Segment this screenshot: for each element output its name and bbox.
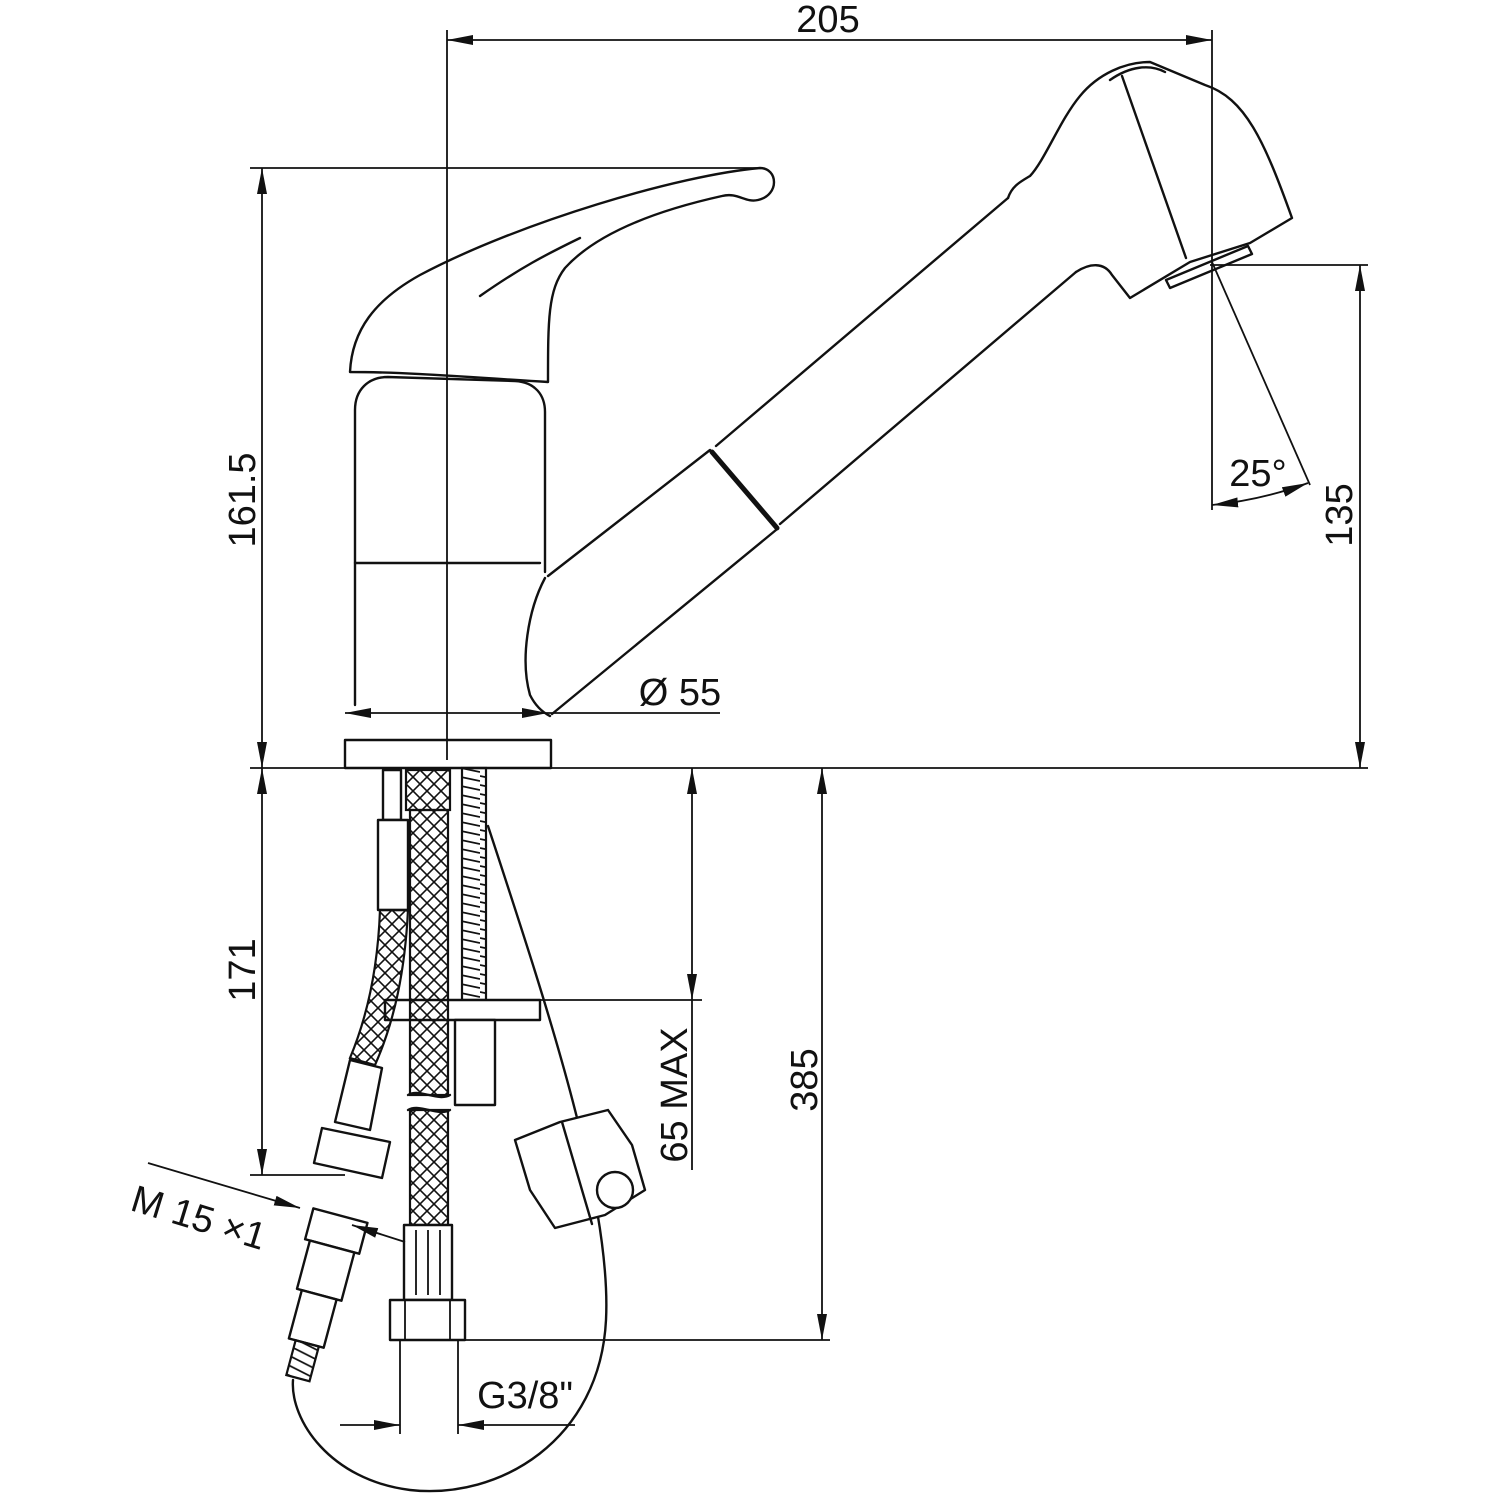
dim-label-171: 171 xyxy=(222,938,264,1001)
dim-label-205: 205 xyxy=(796,0,859,41)
cartridge-body xyxy=(353,375,547,707)
dim-label-161-5: 161.5 xyxy=(222,452,264,547)
spout-lower-edge xyxy=(550,528,778,716)
spray-angle-line xyxy=(1211,261,1311,486)
mounting-nut xyxy=(453,1018,497,1107)
handle-sweep-line xyxy=(478,236,582,298)
straight-hose-fitting-top xyxy=(404,768,452,812)
mounting-plate xyxy=(383,998,542,1022)
curved-hose-hex-nut xyxy=(312,1126,392,1180)
curved-hose-ferrule-lower xyxy=(333,1058,384,1132)
dim-label-385: 385 xyxy=(784,1048,826,1111)
spray-nozzle xyxy=(1164,244,1254,290)
lever-handle xyxy=(348,166,776,384)
wrench-tool xyxy=(513,1108,647,1230)
ferrule-ribs xyxy=(415,1230,441,1295)
dim-label-25deg: 25° xyxy=(1229,453,1286,495)
spout-upper-edge xyxy=(546,448,712,578)
spray-head xyxy=(1006,60,1294,300)
dimensions-group: 205 161.5 135 25° Ø 55 171 65 MAX 385 xyxy=(126,0,1368,1434)
straight-hose-braid-lower xyxy=(408,1108,450,1227)
spray-head-top-detail xyxy=(1108,66,1167,82)
spray-head-seam xyxy=(1120,74,1188,260)
hose-tube-lower-edge xyxy=(778,270,1078,526)
hose-break-line xyxy=(406,1091,452,1099)
dim-label-135: 135 xyxy=(1319,483,1361,546)
leader-m15 xyxy=(147,1162,301,1209)
m15-fitting xyxy=(284,1207,369,1383)
dim-label-m15: M 15 ×1 xyxy=(126,1178,271,1259)
hose-tube-upper-edge xyxy=(714,196,1010,448)
dim-label-65-max: 65 MAX xyxy=(654,1027,696,1162)
spout-joint-band xyxy=(709,449,780,531)
wrench-split-line xyxy=(560,1120,594,1226)
wrench-hole xyxy=(595,1170,635,1210)
inlet-hex-nut xyxy=(388,1298,467,1342)
m15-fitting-thread xyxy=(284,1338,321,1383)
threaded-stud xyxy=(460,766,488,1002)
curved-hose-ferrule xyxy=(376,818,410,912)
shower-hose-loop xyxy=(291,824,608,1493)
hex-nut-facets xyxy=(404,1300,451,1340)
dim-label-diameter-55: Ø 55 xyxy=(639,672,721,714)
curved-hose-braid xyxy=(348,908,410,1067)
curved-hose-fitting-top xyxy=(381,768,403,822)
spout-base-curve xyxy=(524,576,552,718)
straight-hose-braid-upper xyxy=(408,808,450,1097)
leader-m15-right xyxy=(351,1224,406,1243)
spray-angle-arc xyxy=(1211,482,1309,508)
base-plate xyxy=(343,738,553,770)
m15-fitting-neck xyxy=(287,1288,338,1349)
dim-label-g38: G3/8" xyxy=(477,1375,573,1417)
